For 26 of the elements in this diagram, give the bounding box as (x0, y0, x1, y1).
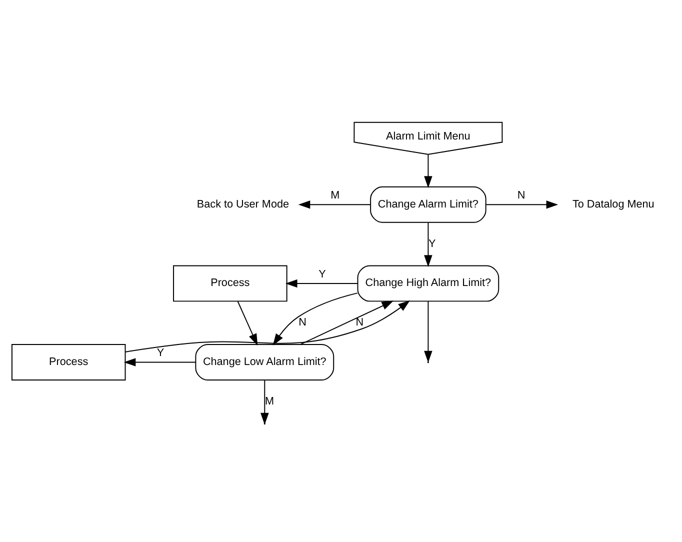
arrow (424, 154, 432, 188)
arrow (424, 300, 432, 362)
node-text: To Datalog Menu (572, 198, 654, 210)
edge-label: Y (428, 237, 436, 250)
node-box: Change Low Alarm Limit? (195, 344, 334, 380)
edge-label: M (330, 189, 340, 202)
edge-label: Y (318, 268, 326, 280)
edge-label: M (265, 394, 274, 407)
arrow (285, 278, 358, 288)
arrow (486, 200, 558, 208)
node-box: Process (11, 344, 126, 380)
arrow (298, 200, 371, 208)
arrow (424, 222, 432, 266)
arrow (124, 300, 410, 352)
arrow (124, 358, 196, 366)
arrow (300, 300, 394, 344)
node-box: Change Alarm Limit? (370, 186, 486, 222)
node-box: Process (173, 264, 288, 302)
edge-label: Y (156, 346, 164, 359)
edge-label: N (356, 316, 364, 328)
node-text: Back to User Mode (196, 198, 290, 210)
node-box: Change High Alarm Limit? (357, 264, 500, 302)
arrow (272, 292, 358, 345)
edge-label: N (298, 316, 306, 328)
edge-label: N (517, 189, 526, 202)
arrow (237, 300, 258, 346)
